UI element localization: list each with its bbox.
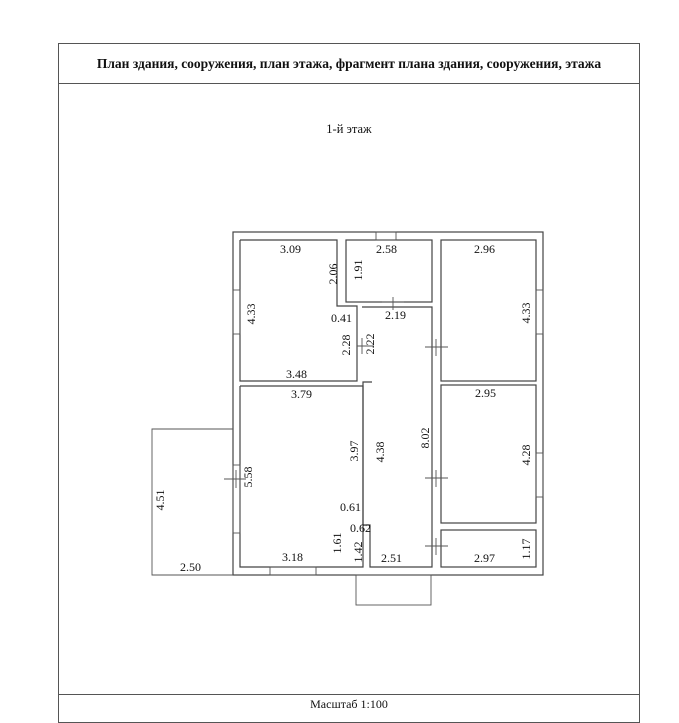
window-west-1 bbox=[232, 289, 241, 335]
dim-hall-228: 2.28 bbox=[339, 335, 353, 356]
room-4-outline bbox=[239, 385, 364, 568]
dim-room1-width: 3.09 bbox=[280, 242, 301, 256]
dim-room3-height: 4.33 bbox=[519, 303, 533, 324]
dim-vest-142: 1.42 bbox=[351, 542, 365, 563]
dim-corridor-length: 8.02 bbox=[418, 428, 432, 449]
dim-room5-width: 2.95 bbox=[475, 386, 496, 400]
window-west-2 bbox=[232, 464, 241, 534]
window-east-2 bbox=[535, 452, 544, 498]
dim-hall-top: 2.19 bbox=[385, 308, 406, 322]
dim-bath-width: 2.58 bbox=[376, 242, 397, 256]
floor-label: 1-й этаж bbox=[326, 122, 372, 136]
dim-room4-438: 4.38 bbox=[373, 442, 387, 463]
dim-room6-height: 1.17 bbox=[519, 539, 533, 560]
dim-062: 0.62 bbox=[350, 521, 371, 535]
document-title: План здания, сооружения, план этажа, фра… bbox=[59, 44, 639, 84]
room-6-outline bbox=[440, 529, 537, 568]
terrace-outline bbox=[151, 428, 233, 576]
room-1-outline bbox=[239, 239, 358, 382]
dim-bath-height: 1.91 bbox=[351, 260, 365, 281]
window-east-1 bbox=[535, 289, 544, 335]
dim-room6-width: 2.97 bbox=[474, 551, 495, 565]
dim-room1-bottom: 3.48 bbox=[286, 367, 307, 381]
dim-room4-bottom: 3.18 bbox=[282, 550, 303, 564]
dim-terrace-height: 4.51 bbox=[153, 490, 167, 511]
dim-room4-height: 5.58 bbox=[241, 467, 255, 488]
window-south bbox=[269, 566, 317, 576]
dim-notch-height: 2.06 bbox=[326, 264, 340, 285]
dim-vest-251: 2.51 bbox=[381, 551, 402, 565]
dim-room4-width: 3.79 bbox=[291, 387, 312, 401]
dim-room3-width: 2.96 bbox=[474, 242, 495, 256]
dim-room5-height: 4.28 bbox=[519, 445, 533, 466]
scale-label: Масштаб 1:100 bbox=[310, 697, 388, 711]
window-north-bath bbox=[375, 231, 397, 241]
dim-041: 0.41 bbox=[331, 311, 352, 325]
dim-hall-222: 2.22 bbox=[363, 334, 377, 355]
dim-terrace-width: 2.50 bbox=[180, 560, 201, 574]
dim-room4-397: 3.97 bbox=[347, 441, 361, 462]
entrance-step bbox=[355, 574, 432, 606]
dim-room1-height: 4.33 bbox=[244, 304, 258, 325]
footer-divider bbox=[59, 694, 639, 695]
dim-vest-161: 1.61 bbox=[330, 533, 344, 554]
dim-061: 0.61 bbox=[340, 500, 361, 514]
